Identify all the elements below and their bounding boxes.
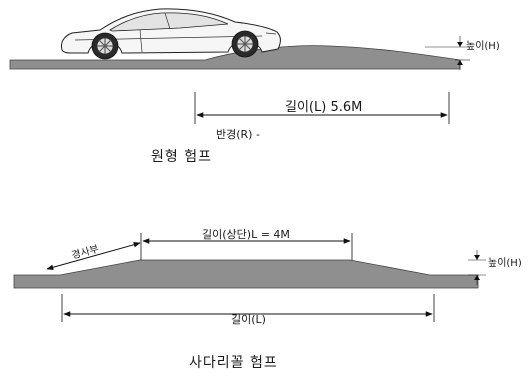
trapezoid-hump-section: 경사부 길이(상단)L = 4M 높이(H) 길이(L) 사다리꼴 험프 bbox=[13, 228, 522, 371]
trapezoid-height-dimension bbox=[468, 250, 486, 285]
top-length-dimension bbox=[140, 233, 353, 260]
round-radius-label: 반경(R) - bbox=[216, 128, 260, 141]
trapezoid-hump-road bbox=[13, 259, 479, 289]
round-length-label: 길이(L) 5.6M bbox=[285, 100, 362, 115]
round-height-label: 높이(H) bbox=[466, 40, 500, 52]
round-hump-caption: 원형 험프 bbox=[151, 149, 212, 165]
round-length-dimension bbox=[194, 92, 450, 124]
round-hump-section: 높이(H) 길이(L) 5.6M 반경(R) - 원형 험프 bbox=[9, 8, 500, 165]
trapezoid-length-label: 길이(L) bbox=[231, 313, 266, 326]
trapezoid-hump-caption: 사다리꼴 험프 bbox=[189, 355, 278, 371]
trapezoid-height-label: 높이(H) bbox=[488, 257, 522, 269]
round-height-dimension bbox=[425, 36, 470, 70]
trapezoid-length-dimension bbox=[61, 294, 435, 322]
car-icon bbox=[61, 8, 281, 60]
slope-dimension bbox=[46, 241, 141, 271]
top-length-label: 길이(상단)L = 4M bbox=[202, 228, 290, 241]
